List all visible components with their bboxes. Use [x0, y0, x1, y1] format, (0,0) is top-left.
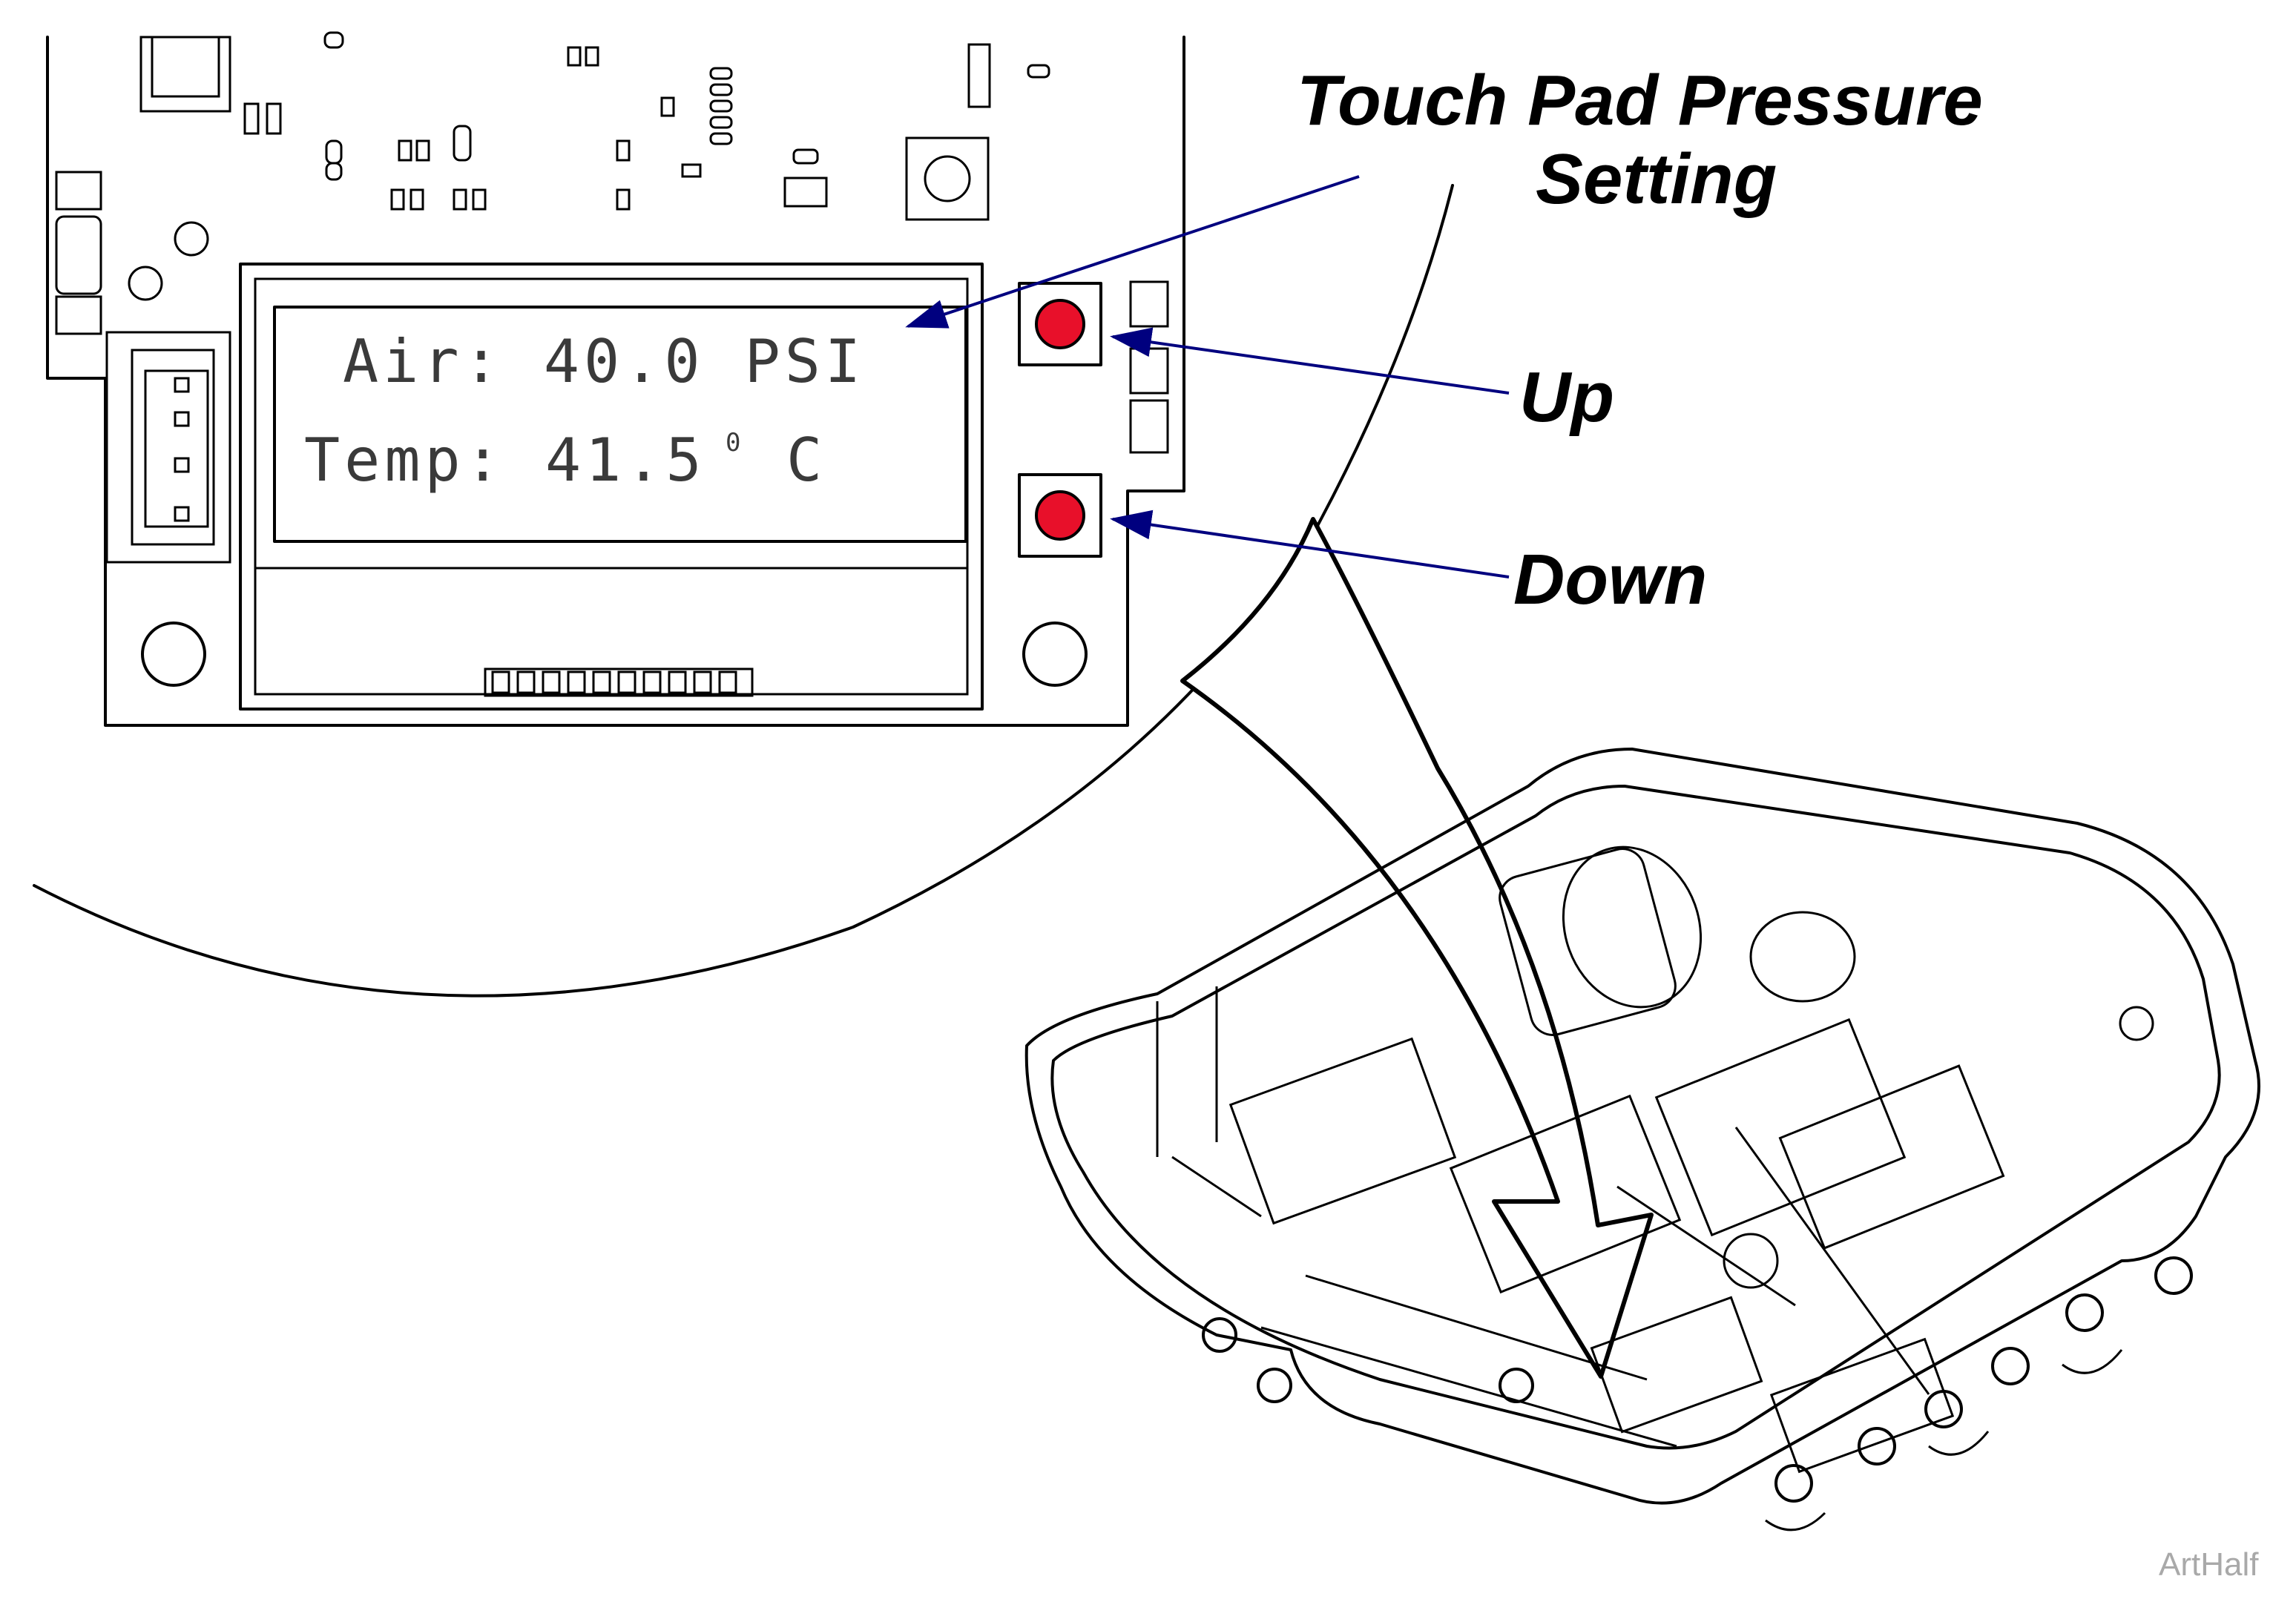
up-label: Up [1519, 357, 1614, 437]
lcd-module: Air: 40.0 PSI Temp: 41.5 0 C [239, 263, 984, 711]
lcd-line-2-prefix: Temp: 41.5 [304, 426, 706, 495]
detail-circle-boundary [33, 184, 1454, 998]
machine-housing [1024, 748, 2260, 1532]
lcd-line-2-suffix: C [786, 426, 826, 495]
callout-leaders [905, 175, 1510, 578]
curved-pointer-arrow-icon [1180, 517, 1654, 1379]
watermark: ArtHalf [2159, 1546, 2259, 1583]
up-button[interactable] [1018, 282, 1102, 366]
circuit-board-detail [46, 31, 1185, 727]
down-label: Down [1513, 540, 1707, 619]
up-leader [1110, 327, 1510, 395]
down-button-icon [1035, 490, 1085, 541]
lcd-line-1: Air: 40.0 PSI [343, 327, 865, 396]
up-button-icon [1035, 299, 1085, 349]
touch-pad-label-line-2: Setting [1536, 139, 1777, 219]
down-button[interactable] [1018, 473, 1102, 558]
lcd-degree-symbol: 0 [726, 428, 745, 458]
touch-pad-label-line-1: Touch Pad Pressure [1297, 61, 1983, 140]
touch-pad-leader [905, 175, 1360, 329]
lcd-pins [484, 667, 754, 697]
lcd-screen [273, 306, 967, 543]
down-leader [1110, 510, 1510, 578]
